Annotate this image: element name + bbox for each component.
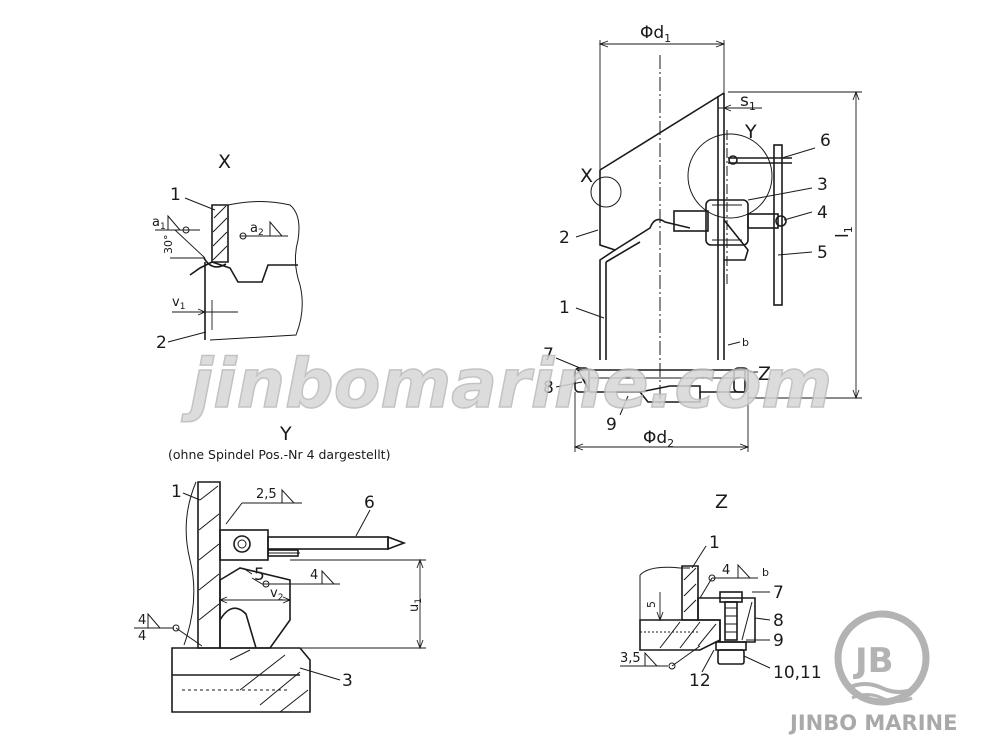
detail-y-callout-5: 5: [254, 565, 265, 585]
detail-z-b-mark: b: [762, 566, 769, 579]
detail-x-callout-1: 1: [170, 185, 181, 205]
d1-sub: 1: [664, 32, 671, 45]
detail-z-callout-10-11: 10,11: [773, 663, 822, 683]
detail-x-v1-sub: 1: [180, 302, 186, 312]
detail-z-title: Z: [715, 491, 728, 513]
detail-x-callout-2: 2: [156, 333, 167, 353]
main-callout-2: 2: [559, 228, 570, 248]
logo-mark: JB: [853, 641, 894, 681]
brand-name: JINBO MARINE: [788, 711, 957, 735]
main-callout-6: 6: [820, 131, 831, 151]
l1-label: l: [833, 233, 853, 238]
detail-y-weld-left-bottom: 4: [138, 629, 146, 644]
detail-x-a1-sub: 1: [160, 222, 166, 232]
main-x-mark: X: [580, 165, 593, 187]
s1-label: s: [740, 91, 749, 111]
d2-sub: 2: [667, 437, 674, 450]
detail-x-title: X: [218, 151, 231, 173]
detail-y-v2: v: [270, 586, 278, 601]
main-view: Φd1 Φd2 s1 l1 X Y Z b 6 3 4 5 2 1 7 8 9: [543, 23, 862, 452]
detail-y-u1: u: [407, 604, 422, 612]
main-callout-1: 1: [559, 298, 570, 318]
svg-text:s1: s1: [740, 91, 756, 113]
main-z-mark: Z: [758, 363, 771, 385]
main-callout-8: 8: [543, 378, 554, 398]
detail-x-angle: 30°: [162, 235, 175, 255]
detail-y-title: Y: [279, 423, 292, 445]
svg-text:l1: l1: [833, 226, 855, 238]
detail-y-weld-top: 2,5: [256, 487, 277, 502]
detail-y-note: (ohne Spindel Pos.-Nr 4 dargestellt): [168, 447, 390, 462]
main-callout-7: 7: [543, 345, 554, 365]
main-callout-3: 3: [817, 175, 828, 195]
svg-text:v1: v1: [172, 295, 185, 312]
detail-z-callout-7: 7: [773, 583, 784, 603]
main-callout-9: 9: [606, 415, 617, 435]
detail-z-weld-top: 4: [722, 563, 730, 578]
svg-text:Φd1: Φd1: [640, 23, 671, 45]
detail-y: Y (ohne Spindel Pos.-Nr 4 dargestellt): [134, 423, 426, 713]
detail-z-dim-5: 5: [645, 601, 658, 608]
detail-y-u1-sub: 1: [414, 598, 424, 604]
main-y-mark: Y: [744, 121, 757, 143]
detail-z-callout-8: 8: [773, 611, 784, 631]
detail-z-weld-bottom: 3,5: [620, 651, 641, 666]
main-callout-4: 4: [817, 203, 828, 223]
svg-text:u1: u1: [407, 598, 424, 612]
detail-z-callout-12: 12: [689, 671, 711, 691]
detail-x-a1: a: [152, 215, 160, 230]
detail-y-v2-sub: 2: [278, 593, 284, 603]
detail-x-a2-sub: 2: [258, 228, 264, 238]
detail-y-weld-left-top: 4: [138, 613, 146, 628]
detail-y-callout-6: 6: [364, 493, 375, 513]
main-b-mark: b: [742, 336, 749, 349]
detail-y-callout-1: 1: [171, 482, 182, 502]
svg-text:v2: v2: [270, 586, 283, 603]
l1-sub: 1: [842, 226, 855, 233]
detail-x-a2: a: [250, 221, 258, 236]
svg-text:a2: a2: [250, 221, 264, 238]
detail-y-weld-right: 4: [310, 568, 318, 583]
watermark: jinbomarine.com: [181, 345, 832, 424]
svg-text:a1: a1: [152, 215, 166, 232]
main-callout-5: 5: [817, 243, 828, 263]
detail-x-v1: v: [172, 295, 180, 310]
detail-z-callout-9: 9: [773, 631, 784, 651]
detail-z: Z: [620, 491, 822, 691]
d2-label: Φd: [643, 428, 667, 448]
detail-y-callout-3: 3: [342, 671, 353, 691]
d1-label: Φd: [640, 23, 664, 43]
s1-sub: 1: [749, 100, 756, 113]
detail-x: X 1 2 a1 a2 30°: [152, 151, 303, 353]
svg-text:Φd2: Φd2: [643, 428, 674, 450]
detail-z-callout-1: 1: [709, 533, 720, 553]
brand-logo: JB: [834, 610, 930, 706]
